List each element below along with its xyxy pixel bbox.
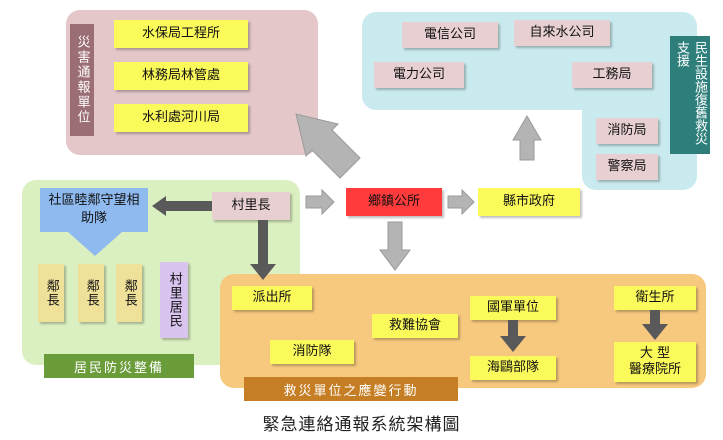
arrow-chief-to-township: [305, 188, 335, 216]
utility-unit-police: 警察局: [596, 154, 658, 180]
hospital: 大 型 醫療院所: [614, 342, 696, 382]
village-chief: 村里長: [212, 192, 290, 220]
county-government: 縣市政府: [478, 188, 580, 216]
disaster-report-label: 災害通報單位: [70, 24, 94, 136]
neighbor-chief-1: 鄰長: [38, 264, 64, 322]
arrow-chief-to-mutual-aid: [152, 196, 212, 216]
health-center: 衛生所: [614, 286, 696, 310]
fire-brigade: 消防隊: [270, 340, 354, 364]
village-residents: 村里居民: [160, 262, 188, 338]
township-office: 鄉鎮公所: [346, 188, 442, 216]
rescue-association: 救難協會: [372, 314, 458, 338]
arrow-township-to-response: [379, 221, 411, 271]
utility-unit-water: 自來水公司: [514, 20, 610, 46]
diagram-caption: 緊急連絡通報系統架構圖: [262, 415, 461, 435]
disaster-unit-3: 水利處河川局: [114, 104, 248, 132]
arrow-township-to-disaster-report: [295, 113, 361, 179]
utility-unit-public-works: 工務局: [572, 62, 652, 88]
arrow-county-to-utilities: [512, 115, 542, 161]
police-station: 派出所: [232, 286, 312, 310]
neighbor-chief-3: 鄰長: [116, 264, 142, 322]
military-unit: 國軍單位: [470, 296, 556, 320]
arrow-mutual-aid-to-chiefs: [68, 232, 122, 256]
utility-unit-telecom: 電信公司: [402, 22, 498, 48]
utility-unit-fire-dept: 消防局: [596, 118, 658, 144]
utility-unit-power: 電力公司: [374, 62, 464, 88]
utility-rescue-label-text: 民生設施復舊救災支援: [674, 41, 707, 145]
arrow-military-to-coast-guard: [500, 320, 526, 352]
resident-preparedness-label: 居民防災整備: [44, 354, 194, 378]
disaster-unit-2: 林務局林管處: [114, 62, 248, 90]
mutual-aid-team: 社區睦鄰守望相助隊: [40, 188, 148, 232]
neighbor-chief-2: 鄰長: [78, 264, 104, 322]
arrow-township-to-county: [447, 188, 475, 216]
arrow-chief-to-police: [250, 220, 276, 280]
mutual-aid-team-label: 社區睦鄰守望相助隊: [48, 193, 140, 226]
disaster-unit-1: 水保局工程所: [114, 20, 248, 48]
utility-rescue-label: 民生設施復舊救災支援: [670, 36, 710, 154]
arrow-health-to-hospital: [642, 310, 668, 340]
coast-guard: 海鷗部隊: [470, 356, 556, 380]
emergency-response-label: 救災單位之應變行動: [244, 377, 458, 401]
